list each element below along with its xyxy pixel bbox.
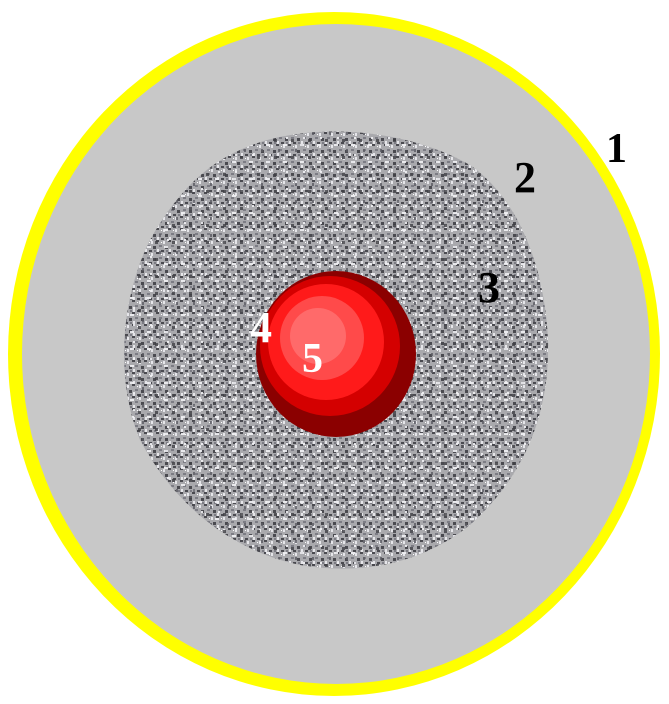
label-layer-5: 5 (302, 336, 323, 382)
label-layer-3: 3 (478, 263, 500, 312)
label-layer-1: 1 (606, 126, 627, 172)
label-layer-4: 4 (250, 303, 272, 352)
label-layer-2: 2 (514, 153, 536, 202)
